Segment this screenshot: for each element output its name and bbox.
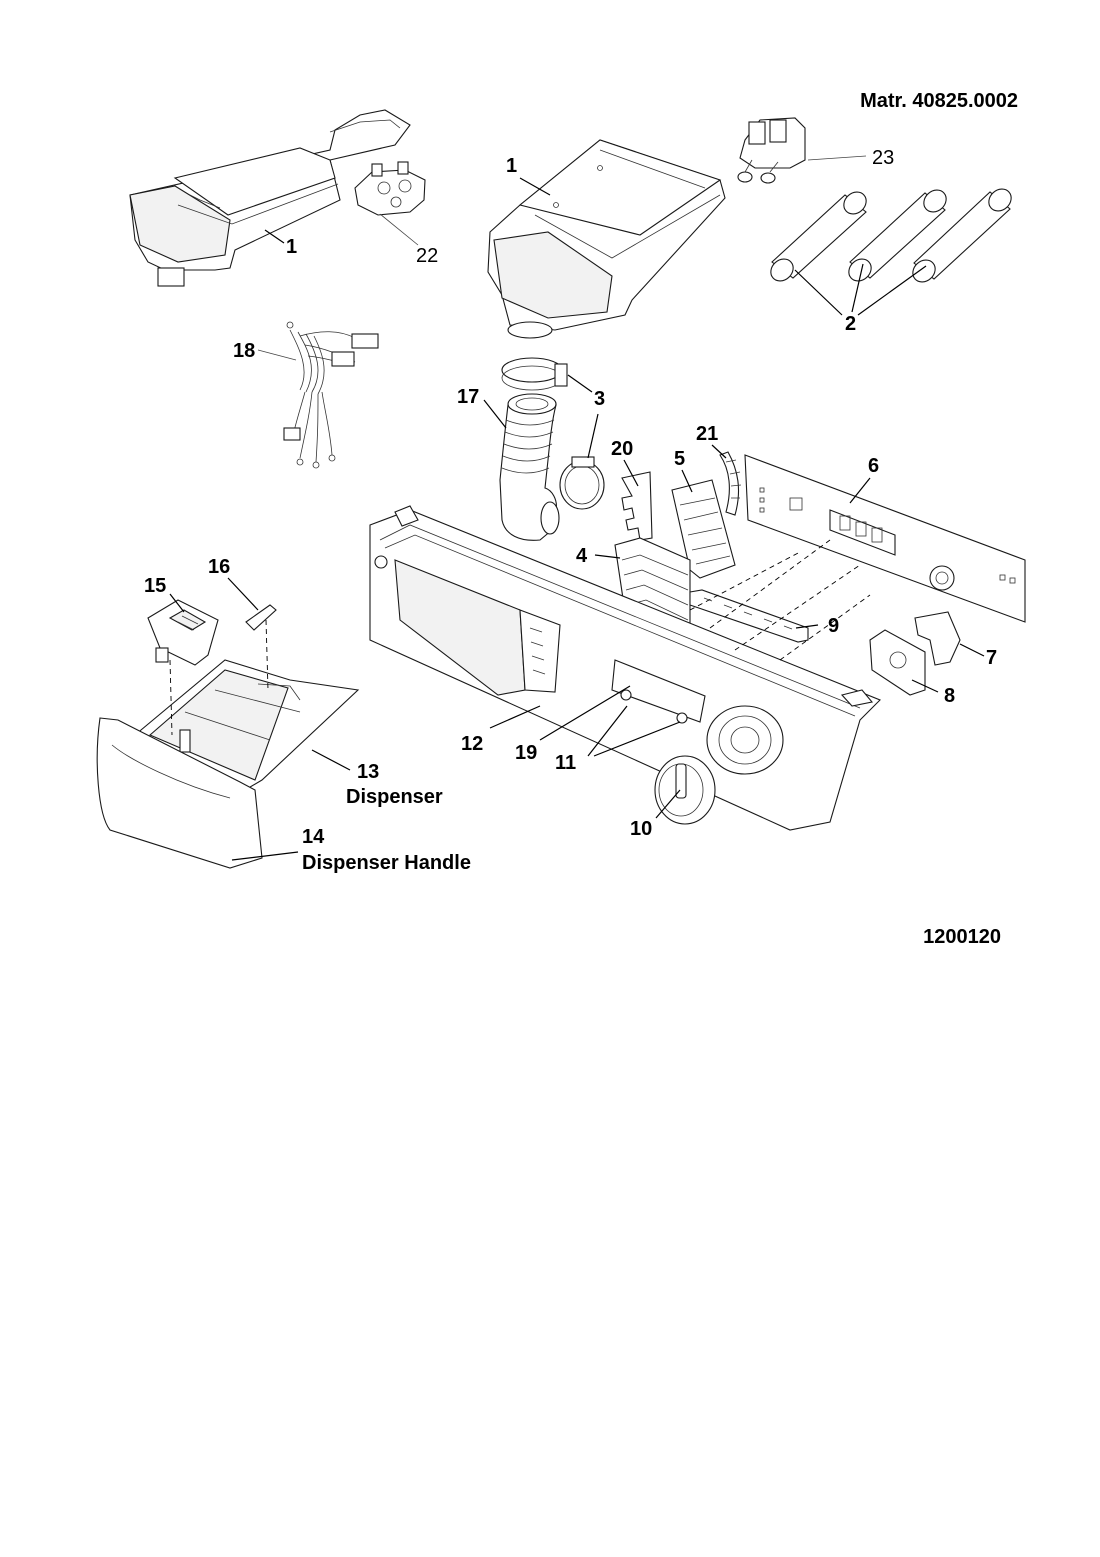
callout-13: 13 (357, 761, 379, 783)
callout-20: 20 (611, 438, 633, 460)
callout-11: 11 (555, 752, 576, 774)
callout-1-center: 1 (506, 155, 517, 177)
part-2-hoses (770, 188, 1012, 283)
part-22-valve (354, 161, 426, 216)
part-5-key-support (671, 479, 736, 579)
part-16-siphon (245, 604, 277, 631)
leader-lines (169, 155, 985, 861)
callout-5: 5 (674, 448, 685, 470)
drawing-number: 1200120 (923, 926, 1001, 948)
part-12-control-panel (369, 505, 881, 831)
callout-7: 7 (986, 647, 997, 669)
callout-19: 19 (515, 742, 537, 764)
callout-16: 16 (208, 556, 230, 578)
material-number: Matr. 40825.0002 (860, 90, 1018, 112)
callout-2: 2 (845, 313, 856, 335)
callout-23: 23 (872, 147, 894, 169)
callout-21: 21 (696, 423, 718, 445)
part-3-clamps (501, 357, 605, 510)
part-1-dispenser-housing-left (129, 109, 411, 287)
callout-13-text: Dispenser (346, 786, 443, 808)
callout-15: 15 (144, 575, 166, 597)
assembly-lines (169, 539, 871, 736)
part-1-dispenser-housing-center (487, 139, 726, 339)
callout-9: 9 (828, 615, 839, 637)
part-15-softener-cap (147, 599, 219, 666)
part-7-door-switch (914, 611, 961, 666)
callout-14: 14 (302, 826, 325, 848)
part-9-led-bar (689, 589, 809, 643)
callout-18: 18 (233, 340, 255, 362)
part-17-bellows-hose (499, 393, 560, 541)
part-10-program-knob (654, 755, 716, 825)
callout-17: 17 (457, 386, 479, 408)
callout-6: 6 (868, 455, 879, 477)
labels: Matr. 40825.0002 1200120 1 22 1 23 2 18 … (144, 90, 1018, 948)
callout-4: 4 (576, 545, 588, 567)
callout-22: 22 (416, 245, 438, 267)
part-14-dispenser-handle (96, 717, 263, 869)
part-6-control-board (744, 454, 1026, 623)
callout-10: 10 (630, 818, 652, 840)
part-20-button-bracket (621, 471, 653, 541)
part-8-selector-module (869, 629, 926, 696)
part-21-light-guide (719, 451, 742, 516)
callout-3: 3 (594, 388, 605, 410)
callout-14-text: Dispenser Handle (302, 852, 471, 874)
part-18-wiring-harness (283, 321, 379, 469)
callout-8: 8 (944, 685, 955, 707)
callout-12: 12 (461, 733, 483, 755)
callout-1-left: 1 (286, 236, 297, 258)
part-23-inlet-valve (737, 117, 806, 184)
